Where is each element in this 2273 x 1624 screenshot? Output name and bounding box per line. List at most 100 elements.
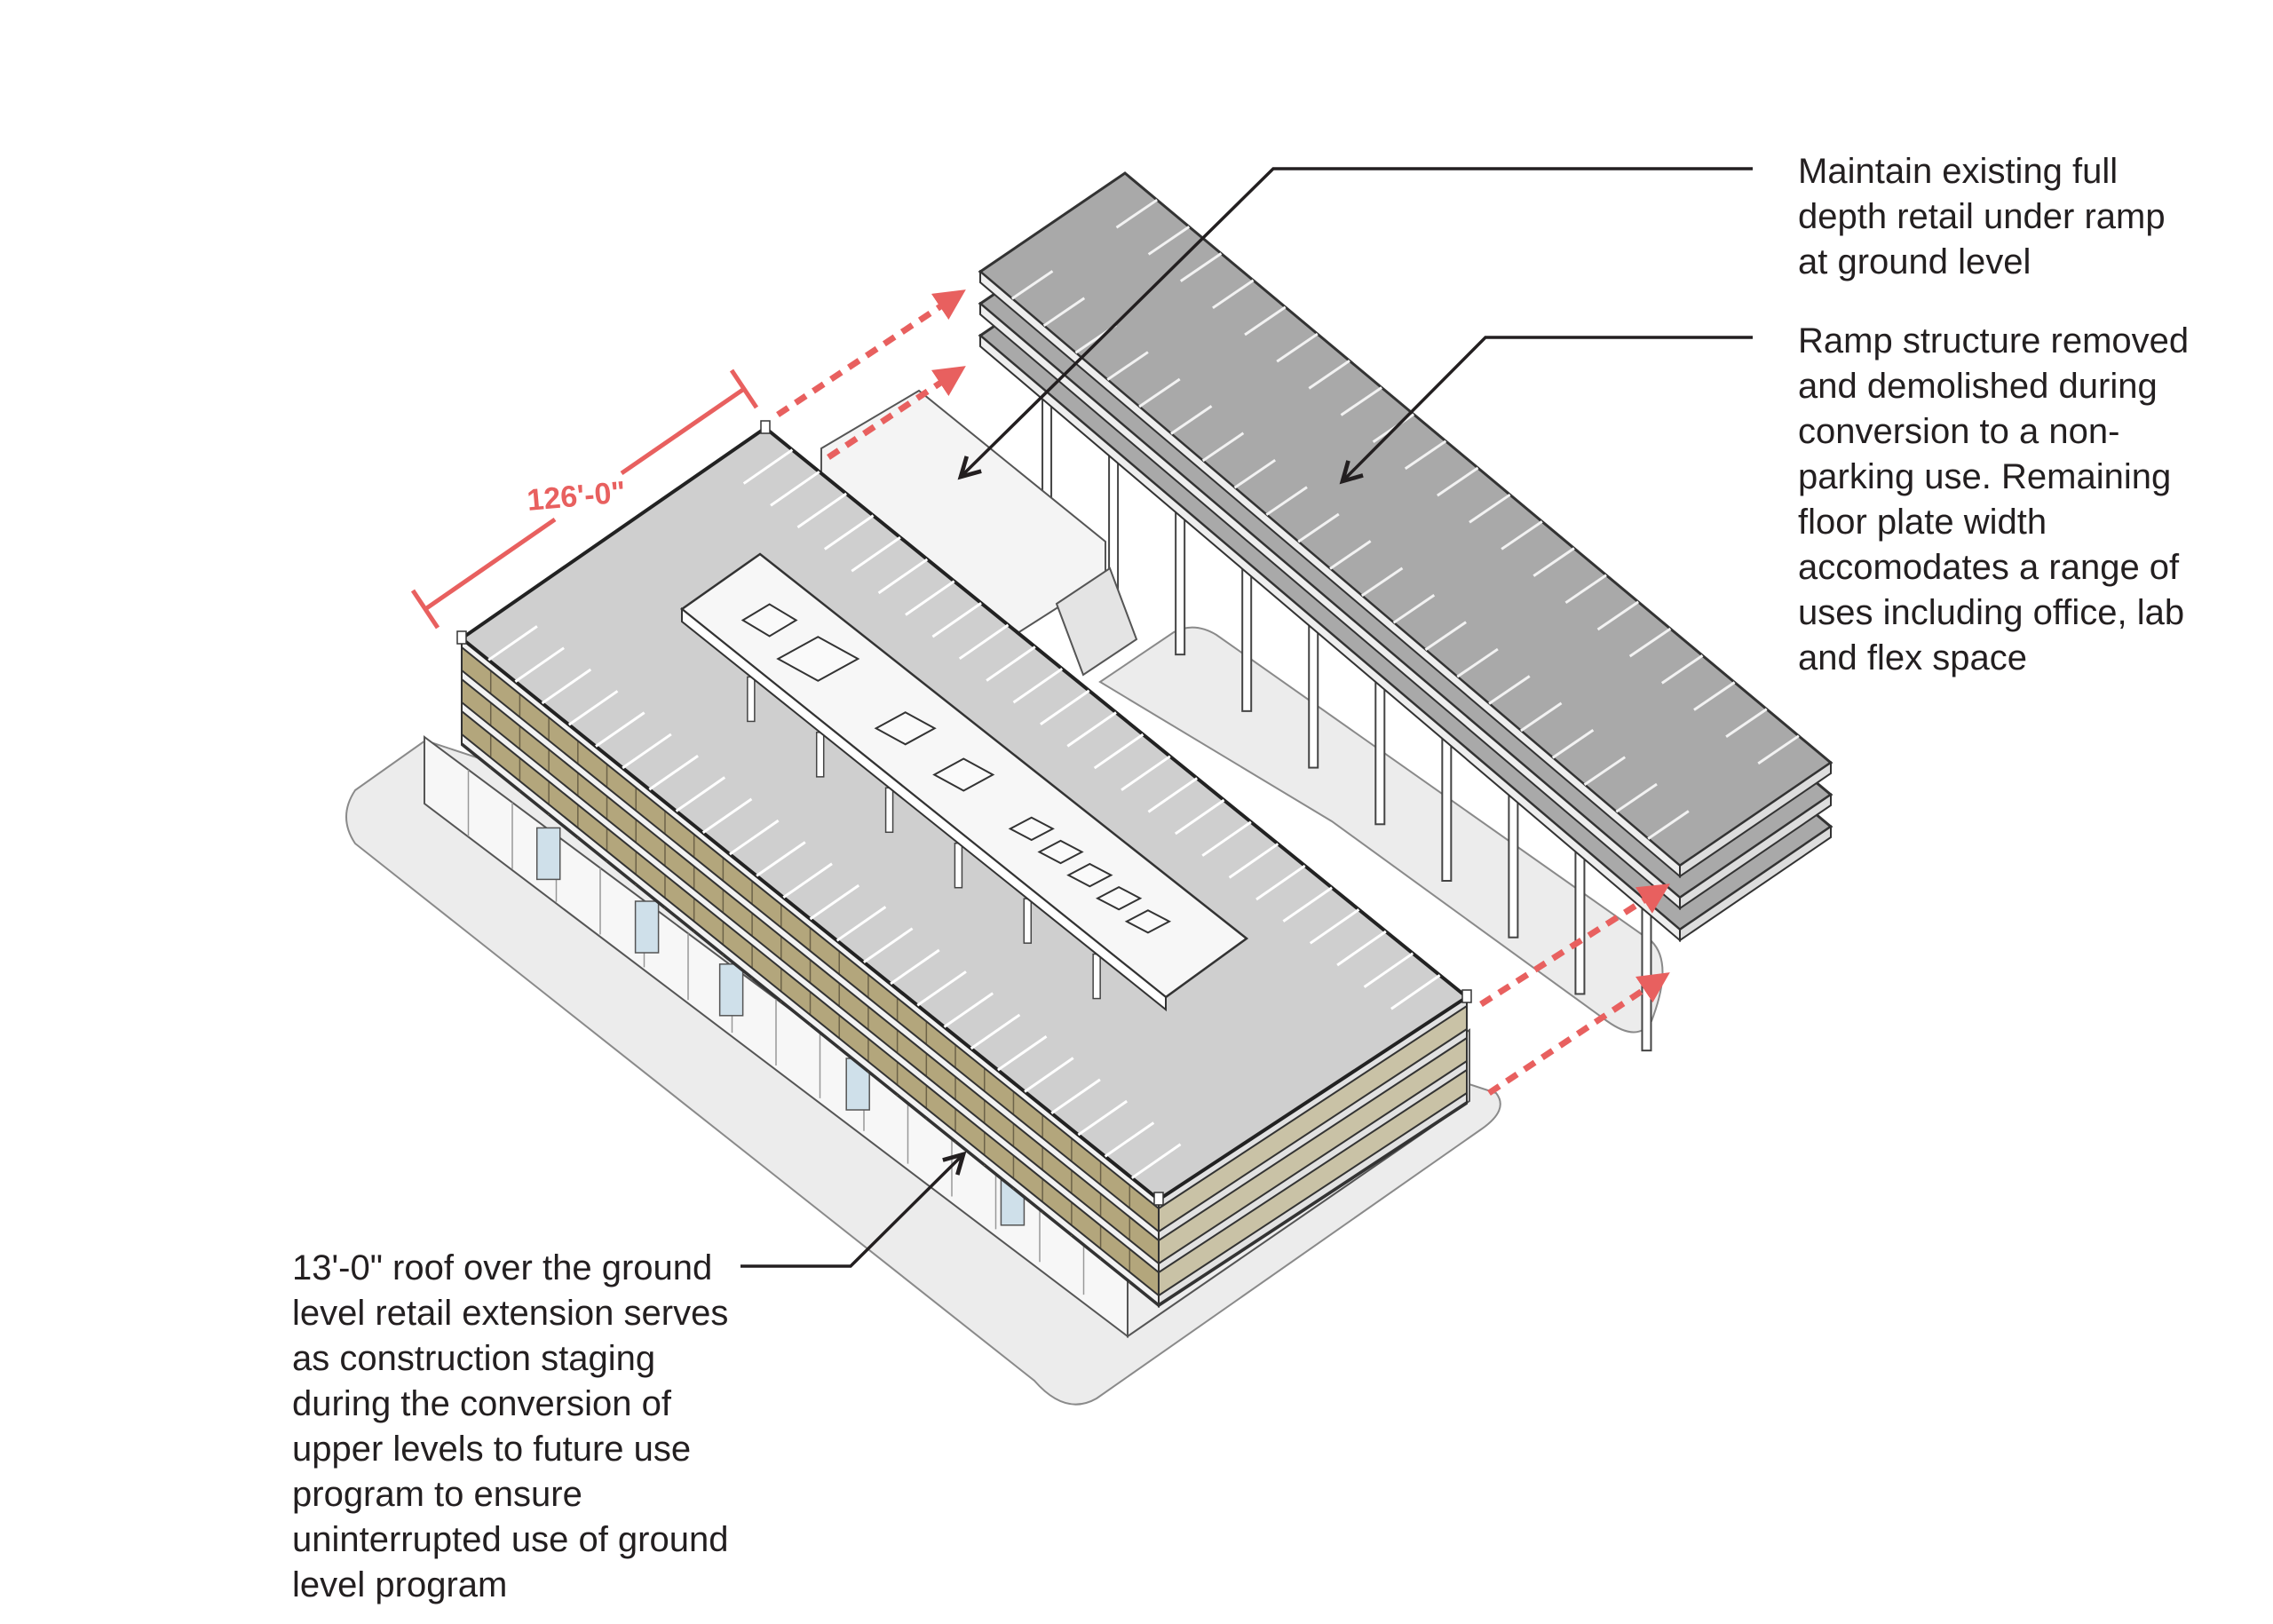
parking-stripe [1501, 520, 1543, 551]
parking-stripe [1077, 1099, 1128, 1137]
parking-stripe [1130, 1143, 1182, 1179]
parking-stripe [916, 970, 967, 1007]
parking-stripe [1179, 252, 1223, 282]
main-garage-building [424, 420, 1472, 1339]
parking-stripe [1201, 432, 1245, 463]
parking-stripe [1024, 1057, 1074, 1093]
parking-stripe [770, 471, 820, 507]
rooftop-mechanical-unit [1008, 816, 1055, 842]
rooftop-mechanical-unit [1095, 885, 1143, 911]
roof-corner-post [456, 630, 467, 645]
parking-stripe [648, 755, 699, 791]
parking-stripe [986, 646, 1036, 682]
leader-lines [741, 167, 1753, 1268]
rooftop-mechanical-unit [932, 757, 995, 792]
parking-stripe [1104, 1121, 1155, 1158]
parking-stripe [1282, 886, 1333, 923]
ramp-slab-edge [1679, 825, 1832, 942]
parking-stripe [1628, 627, 1672, 658]
rooftop-mechanical-unit [1066, 862, 1113, 888]
parking-stripe [1121, 755, 1171, 791]
annotation-retail: Maintain existing full depth retail unde… [1798, 152, 2175, 281]
rooftop-mechanical-unit [1037, 839, 1084, 865]
parking-stripe [1551, 729, 1595, 759]
parking-stripe [701, 797, 753, 835]
parking-stripe [1297, 512, 1340, 543]
arrow-dashed-1 [776, 289, 966, 417]
parking-stripe [1106, 351, 1149, 381]
parking-stripe [1360, 566, 1404, 598]
parking-stripe [1012, 667, 1064, 704]
rooftop-column [815, 732, 825, 778]
leader-ramp [1342, 336, 1753, 481]
parking-stripe [809, 883, 860, 921]
parking-stripe [1138, 377, 1181, 408]
parking-stripe [742, 448, 794, 485]
arrow-dashed-2 [827, 366, 966, 460]
parking-stripe [1147, 226, 1191, 256]
parking-stripe [1336, 930, 1387, 967]
parking-stripe [1308, 360, 1350, 390]
storefront-door [634, 900, 660, 954]
parking-stripe [622, 733, 672, 770]
storefront-door [535, 827, 561, 881]
parking-stripe [514, 646, 565, 683]
parking-stripe [1244, 305, 1287, 337]
parking-stripe [823, 514, 875, 551]
parking-stripe [1437, 466, 1479, 497]
rooftop-mechanical-unit [1124, 909, 1172, 934]
dimension-label: 126'-0" [526, 475, 627, 518]
parking-stripe [1093, 733, 1144, 770]
parking-stripe [943, 992, 994, 1028]
roof-corner-post [760, 420, 771, 434]
parking-stripe [1040, 689, 1090, 725]
parking-stripe [1363, 952, 1414, 988]
arrow-dashed-4 [1487, 972, 1670, 1096]
parking-stripe [851, 536, 901, 573]
parking-stripe [1170, 405, 1213, 435]
parking-stripe [1050, 1078, 1101, 1115]
parking-stripe [1265, 486, 1308, 516]
service-connector [820, 389, 1138, 677]
rooftop-column [1092, 953, 1101, 1000]
parking-stripe [487, 625, 538, 661]
annotation-ramp: Ramp structure removed and demolished du… [1798, 321, 2198, 677]
parking-stripe [1174, 798, 1225, 836]
parking-stripe [1647, 810, 1690, 840]
parking-stripe [877, 558, 929, 595]
parking-stripe [796, 492, 848, 529]
dimension-126ft: 126'-0" [410, 368, 759, 630]
parking-stripe [890, 948, 940, 986]
floor-slab-edge [1158, 1091, 1468, 1306]
parking-stripe [1309, 908, 1360, 945]
parking-stripe [1390, 974, 1441, 1010]
parking-stripe [1115, 198, 1158, 229]
parking-stripe [729, 819, 780, 856]
ramp-slab-edge [1679, 793, 1832, 910]
parking-stripe [1201, 820, 1252, 857]
leader-roof [741, 1154, 963, 1268]
arrow-dashed-3 [1479, 883, 1670, 1007]
parking-stripe [1424, 621, 1467, 651]
parking-stripe [958, 623, 1010, 661]
parking-stripe [1757, 734, 1800, 765]
parking-stripe [1066, 711, 1117, 748]
ramp-slab-edge [1679, 761, 1832, 878]
parking-stripe [1404, 440, 1447, 471]
parking-stripe [1469, 493, 1511, 524]
leader-retail [961, 167, 1753, 477]
rooftop-canopy-edge [681, 606, 1167, 1012]
parking-stripe [782, 862, 833, 899]
parking-stripe [1725, 708, 1768, 738]
annotation-roof: 13'-0" roof over the ground level retail… [292, 1248, 739, 1604]
rooftop-mechanical-unit [874, 711, 937, 746]
parking-stripe [905, 580, 955, 616]
roof-corner-post [1461, 989, 1472, 1003]
parking-stripe [1564, 574, 1607, 605]
parking-stripe [1583, 756, 1627, 787]
parking-stripe [1532, 547, 1575, 577]
parking-stripe [863, 927, 914, 963]
rooftop-mechanical-unit [776, 636, 860, 682]
rooftop-column [954, 842, 963, 889]
parking-stripe [1615, 782, 1658, 813]
